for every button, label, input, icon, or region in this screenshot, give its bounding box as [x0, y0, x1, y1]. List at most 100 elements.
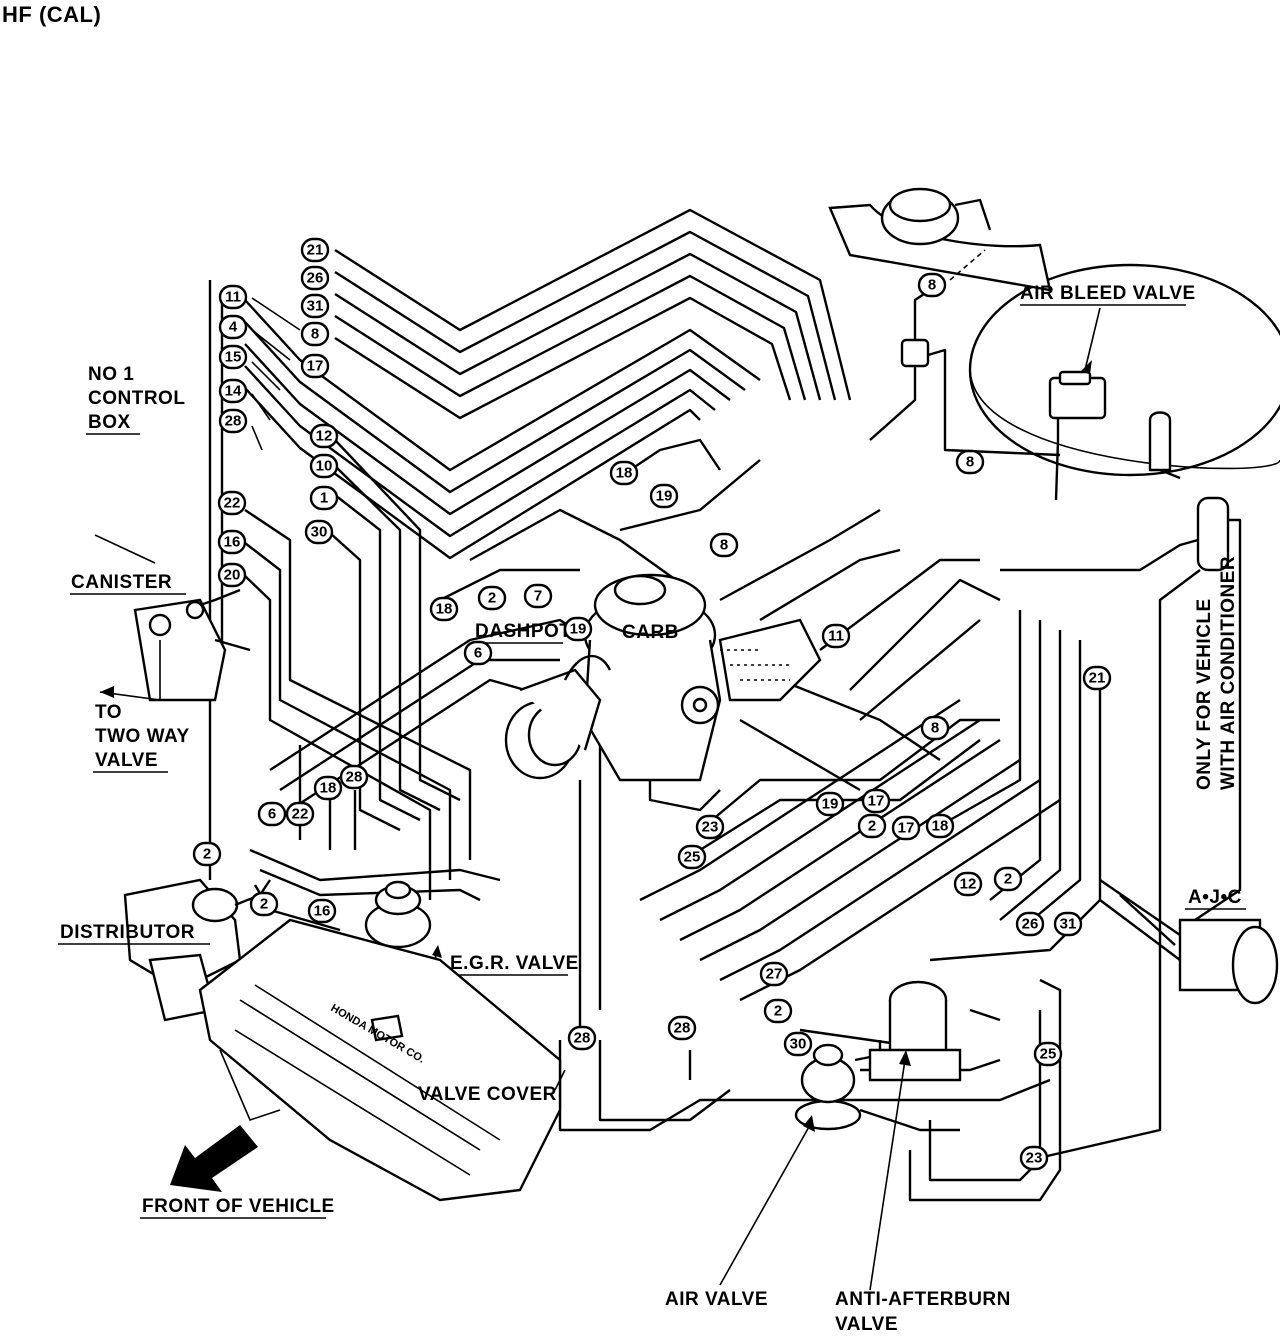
air-valve-label: AIR VALVE: [665, 1289, 768, 1310]
air-bleed-valve-label: AIR BLEED VALVE: [1020, 283, 1196, 304]
hose-number: 31: [300, 293, 330, 319]
hose-number: 30: [304, 519, 334, 545]
svg-text:26: 26: [1022, 916, 1039, 933]
hose-number: 26: [300, 265, 330, 291]
anti-afterburn-valve: [868, 980, 962, 1291]
svg-text:31: 31: [307, 298, 324, 315]
two-way-valve-label-line1: TO: [95, 702, 122, 723]
hose-number: 16: [307, 898, 337, 924]
hose-number: 17: [861, 788, 891, 814]
hose-bundle-middle: [208, 280, 472, 900]
ac-note-line1: ONLY FOR VEHICLE: [1194, 598, 1215, 790]
svg-text:19: 19: [822, 796, 839, 813]
hose-number: 12: [953, 871, 983, 897]
ajc-unit: [1099, 879, 1279, 1005]
air-valve: [719, 1040, 882, 1286]
dashpot: [504, 654, 612, 780]
svg-text:12: 12: [316, 428, 333, 445]
hose-number: 12: [309, 423, 339, 449]
svg-text:2: 2: [774, 1003, 782, 1020]
hose-number: 19: [815, 791, 845, 817]
no1-control-box-label-line1: NO 1: [88, 364, 134, 385]
distributor-label: DISTRIBUTOR: [60, 922, 195, 943]
number-leader-lines: [251, 297, 301, 451]
hose-number: 2: [192, 841, 222, 867]
canister-label: CANISTER: [71, 572, 172, 593]
hose-number: 27: [759, 961, 789, 987]
hose-number: 26: [1015, 911, 1045, 937]
hose-number: 17: [891, 815, 921, 841]
hose-number: 6: [463, 640, 493, 666]
svg-text:8: 8: [928, 277, 936, 294]
svg-text:4: 4: [229, 319, 238, 336]
hose-number: 8: [955, 449, 985, 475]
svg-text:11: 11: [225, 289, 241, 306]
hose-number: 25: [1033, 1041, 1063, 1067]
hose-number: 11: [218, 284, 248, 310]
hose-number: 20: [217, 562, 247, 588]
svg-text:31: 31: [1060, 916, 1077, 933]
hose-number: 18: [925, 813, 955, 839]
stack-mid: 12 10 1 30: [304, 423, 339, 545]
svg-text:21: 21: [1089, 670, 1106, 687]
ac-note-line2: WITH AIR CONDITIONER: [1218, 556, 1239, 790]
svg-text:17: 17: [868, 793, 885, 810]
misc-numbers: 8 8 18 19 8 18 2 7 19 6 11 21 8 6 22 18 …: [192, 272, 1112, 1171]
svg-text:17: 17: [307, 358, 324, 375]
hose-number: 28: [567, 1025, 597, 1051]
hose-number: 30: [783, 1031, 813, 1057]
svg-text:2: 2: [260, 896, 268, 913]
no1-control-box-label-line2: CONTROL: [88, 388, 185, 409]
no1-control-box-label-line3: BOX: [88, 412, 131, 433]
hose-number: 22: [285, 801, 315, 827]
hose-number: 2: [857, 813, 887, 839]
svg-text:6: 6: [474, 645, 482, 662]
svg-text:30: 30: [311, 524, 328, 541]
hose-number: 10: [309, 453, 339, 479]
svg-text:8: 8: [966, 454, 974, 471]
svg-text:18: 18: [436, 601, 453, 618]
egr-valve: [364, 880, 442, 971]
ajc-label: A•J•C: [1188, 887, 1242, 908]
svg-text:30: 30: [790, 1036, 807, 1053]
stack-top: 21 26 31 8 17: [300, 237, 330, 379]
svg-text:18: 18: [932, 818, 949, 835]
svg-text:21: 21: [307, 242, 324, 259]
svg-text:23: 23: [1026, 1150, 1043, 1167]
hose-number: 4: [218, 314, 248, 340]
svg-text:1: 1: [320, 490, 328, 507]
front-of-vehicle-label: FRONT OF VEHICLE: [142, 1196, 335, 1217]
svg-text:8: 8: [311, 326, 319, 343]
hose-number: 28: [339, 764, 369, 790]
diagram-title: HF (CAL): [2, 2, 101, 27]
two-way-valve-label-line2: TWO WAY: [95, 726, 190, 747]
svg-text:25: 25: [684, 849, 701, 866]
hose-number: 2: [993, 866, 1023, 892]
svg-text:2: 2: [488, 590, 496, 607]
hose-number: 18: [313, 775, 343, 801]
hose-number: 18: [609, 460, 639, 486]
ac-vacuum-device: [1000, 496, 1242, 1162]
svg-text:14: 14: [225, 383, 242, 400]
valve-cover: HONDA MOTOR CO.: [198, 918, 562, 1202]
svg-text:16: 16: [224, 534, 241, 551]
svg-text:17: 17: [898, 820, 915, 837]
svg-text:8: 8: [931, 720, 939, 737]
hose-number: 19: [563, 616, 593, 642]
hose-number: 18: [429, 596, 459, 622]
svg-text:28: 28: [225, 413, 242, 430]
egr-valve-label: E.G.R. VALVE: [450, 953, 579, 974]
svg-text:22: 22: [224, 495, 241, 512]
anti-afterburn-label-line2: VALVE: [835, 1314, 898, 1335]
svg-text:16: 16: [314, 903, 331, 920]
svg-text:19: 19: [656, 488, 673, 505]
carb-label: CARB: [622, 622, 679, 643]
hose-number: 8: [709, 532, 739, 558]
hose-number: 17: [300, 353, 330, 379]
svg-text:18: 18: [616, 465, 633, 482]
hose-number: 6: [257, 801, 287, 827]
svg-text:2: 2: [203, 846, 211, 863]
svg-text:28: 28: [674, 1020, 691, 1037]
hose-number: 25: [677, 844, 707, 870]
svg-text:2: 2: [1004, 871, 1012, 888]
